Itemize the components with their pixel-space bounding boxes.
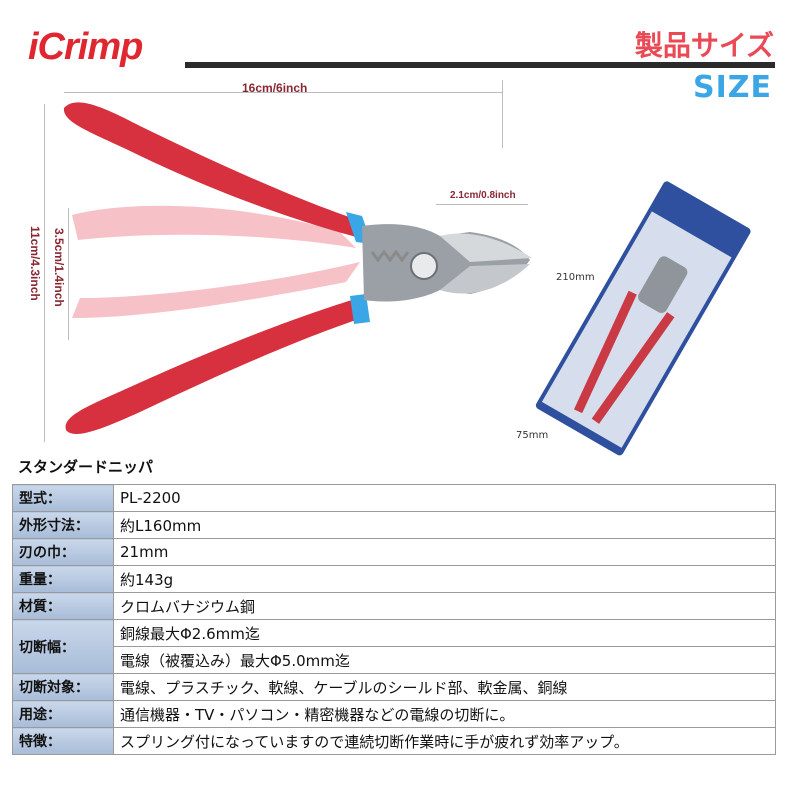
package-head	[638, 256, 688, 313]
spec-label: 切断対象：	[12, 673, 114, 701]
package-height-label: 210mm	[556, 272, 595, 283]
spec-label: 特徴：	[12, 727, 114, 755]
length-dim-label: 16cm/6inch	[242, 81, 308, 95]
table-row: 特徴： スプリング付になっていますので連続切断作業時に手が疲れず効率アップ。	[12, 727, 776, 755]
open-handle-lower-ghost	[72, 262, 360, 318]
table-row: 電線（被覆込み）最大Φ5.0mm迄	[13, 646, 776, 674]
spec-value: 通信機器・TV・パソコン・精密機器などの電線の切断に。	[113, 700, 776, 728]
spec-label: 刃の巾：	[12, 538, 114, 566]
package-blister	[541, 211, 732, 448]
package-handle-lower	[591, 312, 675, 424]
spec-value-secondary: 電線（被覆込み）最大Φ5.0mm迄	[113, 646, 776, 674]
spec-label: 重量：	[12, 565, 114, 593]
table-row: 材質： クロムバナジウム鋼	[12, 592, 776, 620]
handle-lower	[65, 300, 363, 434]
table-row: 外形寸法： 約L160mm	[12, 511, 776, 539]
blade-dim-label: 2.1cm/0.8inch	[450, 190, 516, 201]
height-dim-label: 11cm/4.3inch	[28, 226, 42, 301]
return-spring	[370, 249, 410, 263]
table-row: 切断幅： 銅線最大Φ2.6mm迄	[12, 619, 776, 674]
spec-label: 材質：	[12, 592, 114, 620]
header-divider	[185, 62, 775, 68]
jaw-lower	[440, 264, 530, 294]
opening-dim-line	[68, 208, 69, 340]
spec-value: 約143g	[113, 565, 776, 593]
table-row: 重量： 約143g	[12, 565, 776, 593]
height-dim-line	[44, 104, 45, 442]
spec-label: 外形寸法：	[12, 511, 114, 539]
spec-label: 型式：	[12, 484, 114, 512]
table-row: 切断対象： 電線、プラスチック、軟線、ケーブルのシールド部、軟金属、銅線	[12, 673, 776, 701]
package-handle-upper	[573, 290, 637, 414]
product-name: スタンダードニッパ	[18, 458, 154, 476]
spec-label: 用途：	[12, 700, 114, 728]
pliers-illustration	[63, 102, 532, 434]
pivot-screw	[410, 252, 438, 280]
blade-dim-line	[436, 204, 528, 205]
length-dim-tick-right	[502, 80, 503, 148]
package-illustration	[535, 181, 751, 456]
spec-value: 21mm	[113, 538, 776, 566]
open-handle-upper-ghost	[72, 205, 356, 248]
spec-value: クロムバナジウム鋼	[113, 592, 776, 620]
table-row: 刃の巾： 21mm	[12, 538, 776, 566]
spec-value: 電線、プラスチック、軟線、ケーブルのシールド部、軟金属、銅線	[113, 673, 776, 701]
spec-label: 切断幅：	[12, 619, 114, 674]
spec-table: 型式： PL-2200 外形寸法： 約L160mm 刃の巾： 21mm 重量： …	[12, 484, 776, 755]
brand-logo: iCrimp	[28, 26, 143, 68]
jaw-upper	[440, 233, 532, 262]
length-dim-line	[64, 92, 502, 93]
collar-lower	[350, 294, 370, 324]
spec-value: 銅線最大Φ2.6mm迄	[113, 619, 776, 647]
spec-value: スプリング付になっていますので連続切断作業時に手が疲れず効率アップ。	[113, 727, 776, 755]
table-row: 用途： 通信機器・TV・パソコン・精密機器などの電線の切断に。	[12, 700, 776, 728]
table-row: 型式： PL-2200	[12, 484, 776, 512]
page-title-en: SIZE	[692, 70, 772, 105]
handle-upper	[63, 102, 361, 238]
opening-dim-label: 3.5cm/1.4inch	[52, 228, 66, 307]
package-width-label: 75mm	[516, 430, 549, 441]
spec-value: PL-2200	[113, 484, 776, 512]
page-title-jp: 製品サイズ	[634, 29, 774, 62]
spec-value: 約L160mm	[113, 511, 776, 539]
